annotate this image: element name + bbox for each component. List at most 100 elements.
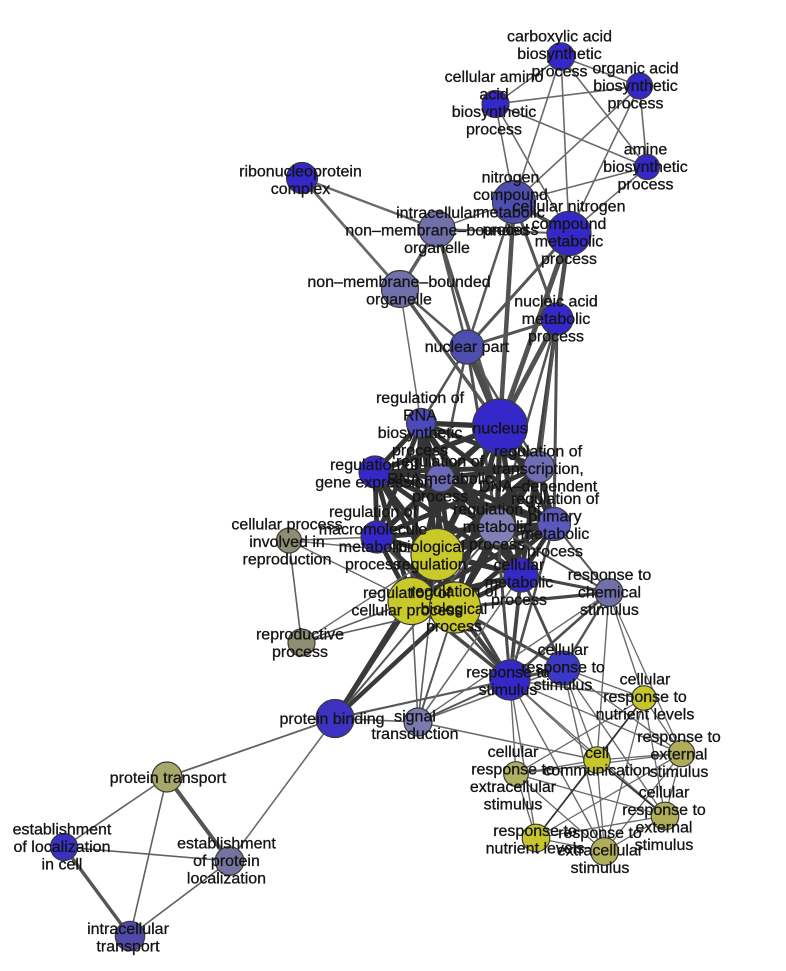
svg-text:organelle: organelle [404, 240, 470, 257]
svg-text:response to: response to [521, 660, 605, 677]
svg-text:amine: amine [624, 142, 668, 159]
svg-text:compound: compound [473, 187, 548, 204]
svg-text:regulation of: regulation of [494, 444, 583, 461]
svg-text:cellular nitrogen: cellular nitrogen [513, 198, 626, 215]
svg-text:process: process [412, 489, 468, 506]
svg-text:process: process [272, 644, 328, 661]
svg-text:process: process [607, 96, 663, 113]
svg-text:regulation of: regulation of [363, 585, 452, 602]
svg-text:protein binding: protein binding [280, 711, 385, 728]
svg-text:extracellular: extracellular [557, 843, 644, 860]
svg-text:response to: response to [471, 761, 555, 778]
svg-text:acid: acid [479, 86, 508, 103]
svg-text:process: process [541, 251, 597, 268]
svg-text:metabolic: metabolic [463, 519, 531, 536]
svg-text:process: process [531, 64, 587, 81]
svg-text:process: process [491, 592, 547, 609]
svg-text:extracellular: extracellular [470, 779, 557, 796]
svg-text:metabolic: metabolic [485, 575, 553, 592]
svg-text:stimulus: stimulus [580, 602, 639, 619]
svg-text:of protein: of protein [193, 853, 260, 870]
svg-text:regulation of: regulation of [453, 502, 542, 519]
svg-text:nucleic acid: nucleic acid [514, 294, 598, 311]
svg-text:RNA: RNA [403, 407, 437, 424]
svg-text:stimulus: stimulus [534, 677, 593, 694]
svg-text:cell: cell [585, 745, 609, 762]
svg-text:protein transport: protein transport [110, 770, 227, 787]
svg-text:metabolic: metabolic [339, 539, 407, 556]
svg-text:regulation of: regulation of [376, 390, 465, 407]
svg-text:intracellular: intracellular [396, 205, 478, 222]
svg-text:cellular process: cellular process [231, 517, 342, 534]
svg-text:nutrient levels: nutrient levels [596, 707, 695, 724]
svg-text:chemical: chemical [578, 585, 641, 602]
svg-text:involved in: involved in [249, 534, 325, 551]
svg-text:process: process [466, 121, 522, 138]
svg-text:metabolic: metabolic [522, 311, 590, 328]
svg-text:regulation of: regulation of [396, 454, 485, 471]
svg-text:primary: primary [528, 508, 581, 525]
svg-text:process: process [469, 537, 525, 554]
svg-text:cellular: cellular [620, 672, 671, 689]
svg-text:cellular: cellular [494, 557, 545, 574]
svg-text:localization: localization [187, 870, 266, 887]
svg-text:reproduction: reproduction [243, 552, 332, 569]
svg-text:response to: response to [637, 729, 721, 746]
svg-text:DNA–dependent: DNA–dependent [479, 479, 598, 496]
svg-text:biosynthetic: biosynthetic [517, 46, 602, 63]
svg-text:process: process [528, 329, 584, 346]
svg-text:ribonucleoprotein: ribonucleoprotein [239, 163, 362, 180]
svg-text:transport: transport [96, 938, 160, 955]
svg-text:biosynthetic: biosynthetic [593, 78, 678, 95]
svg-text:non–membrane–bounded: non–membrane–bounded [345, 223, 528, 240]
svg-text:stimulus: stimulus [635, 837, 694, 854]
svg-text:establishment: establishment [13, 822, 112, 839]
svg-text:external: external [636, 819, 693, 836]
svg-text:nitrogen: nitrogen [482, 169, 540, 186]
svg-text:regulation of: regulation of [410, 583, 499, 600]
svg-text:biosynthetic: biosynthetic [603, 159, 688, 176]
svg-text:response to: response to [622, 802, 706, 819]
svg-text:biosynthetic: biosynthetic [378, 425, 463, 442]
svg-text:external: external [651, 747, 708, 764]
svg-text:intracellular: intracellular [87, 921, 169, 938]
svg-text:regulation of: regulation of [330, 457, 419, 474]
svg-text:organic acid: organic acid [592, 61, 678, 78]
svg-text:stimulus: stimulus [571, 860, 630, 877]
svg-text:response to: response to [568, 567, 652, 584]
svg-text:stimulus: stimulus [479, 682, 538, 699]
svg-text:complex: complex [271, 181, 331, 198]
svg-text:stimulus: stimulus [650, 764, 709, 781]
svg-text:cellular process: cellular process [351, 602, 462, 619]
svg-text:regulation: regulation [396, 556, 466, 573]
svg-text:response to: response to [493, 823, 577, 840]
svg-text:process: process [426, 618, 482, 635]
svg-text:macromolecule: macromolecule [319, 521, 428, 538]
svg-text:metabolic: metabolic [521, 526, 589, 543]
svg-text:biological: biological [398, 539, 465, 556]
svg-text:cellular: cellular [639, 784, 690, 801]
svg-text:reproductive: reproductive [256, 626, 344, 643]
svg-text:signal: signal [394, 708, 436, 725]
svg-text:response to: response to [558, 825, 642, 842]
svg-text:response to: response to [603, 689, 687, 706]
svg-text:communication: communication [543, 762, 651, 779]
svg-text:nutrient levels: nutrient levels [486, 840, 585, 857]
svg-text:process: process [617, 177, 673, 194]
svg-text:in cell: in cell [42, 857, 83, 874]
svg-text:regulation of: regulation of [511, 491, 600, 508]
svg-text:transcription,: transcription, [492, 461, 584, 478]
svg-text:establishment: establishment [177, 835, 276, 852]
svg-text:of localization: of localization [14, 839, 111, 856]
svg-text:biosynthetic: biosynthetic [452, 104, 537, 121]
svg-text:RNA metabolic: RNA metabolic [387, 471, 493, 488]
svg-text:nuclear part: nuclear part [425, 339, 510, 356]
svg-text:process: process [345, 556, 401, 573]
svg-text:compound: compound [532, 216, 607, 233]
svg-text:carboxylic acid: carboxylic acid [507, 29, 612, 46]
svg-text:cellular amino: cellular amino [445, 69, 544, 86]
svg-text:gene expression: gene expression [315, 474, 432, 491]
svg-text:transduction: transduction [371, 726, 458, 743]
svg-text:organelle: organelle [366, 291, 432, 308]
svg-text:process: process [527, 543, 583, 560]
